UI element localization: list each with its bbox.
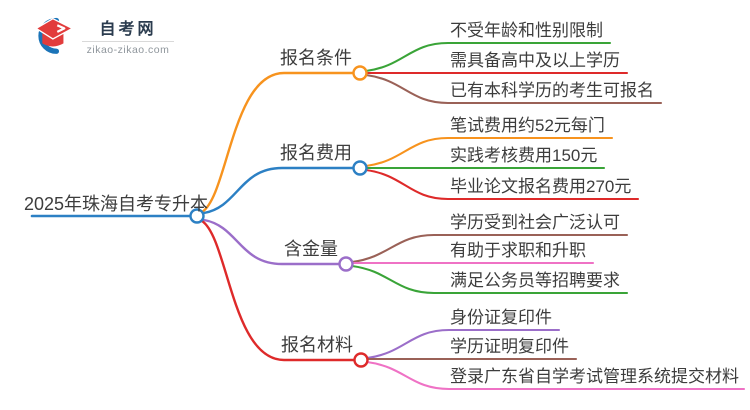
root-node-label[interactable]: 2025年珠海自考专升本 xyxy=(24,194,209,214)
branch-edge xyxy=(202,166,355,215)
leaf-label[interactable]: 需具备高中及以上学历 xyxy=(450,51,620,70)
branch-edge xyxy=(200,71,355,214)
branch-label[interactable]: 报名费用 xyxy=(280,143,352,163)
leaf-label[interactable]: 已有本科学历的考生可报名 xyxy=(450,81,654,100)
logo-divider xyxy=(82,40,174,42)
leaf-edge xyxy=(350,233,629,264)
leaf-label[interactable]: 有助于求职和升职 xyxy=(450,241,586,260)
leaf-edge xyxy=(364,168,640,201)
site-logo[interactable]: 自考网 zikao-zikao.com xyxy=(30,14,174,56)
leaf-edge xyxy=(365,360,746,391)
leaf-label[interactable]: 毕业论文报名费用270元 xyxy=(450,177,632,196)
logo-title: 自考网 xyxy=(99,20,157,38)
leaf-label[interactable]: 不受年龄和性别限制 xyxy=(450,21,603,40)
branch-label[interactable]: 报名材料 xyxy=(281,335,353,355)
leaf-edge xyxy=(350,264,629,295)
branch-label[interactable]: 报名条件 xyxy=(280,48,352,68)
branch-edge xyxy=(200,219,356,362)
leaf-label[interactable]: 登录广东省自学考试管理系统提交材料 xyxy=(450,367,739,386)
branch-node-circle[interactable] xyxy=(352,160,368,176)
graduation-cap-logo-icon xyxy=(34,17,74,54)
leaf-edge xyxy=(364,136,614,168)
leaf-edge xyxy=(364,73,663,105)
root-node-circle[interactable] xyxy=(189,208,205,224)
leaf-label[interactable]: 笔试费用约52元每门 xyxy=(450,116,605,135)
leaf-label[interactable]: 学历受到社会广泛认可 xyxy=(450,213,620,232)
leaf-label[interactable]: 满足公务员等招聘要求 xyxy=(450,271,620,290)
leaf-edge xyxy=(364,41,612,73)
leaf-label[interactable]: 身份证复印件 xyxy=(450,308,552,327)
leaf-label[interactable]: 学历证明复印件 xyxy=(450,337,569,356)
branch-label[interactable]: 含金量 xyxy=(284,239,338,259)
branch-node-circle[interactable] xyxy=(352,65,368,81)
branch-node-circle[interactable] xyxy=(353,352,369,368)
leaf-edge xyxy=(365,328,561,360)
branch-edge xyxy=(202,218,341,266)
branch-node-circle[interactable] xyxy=(338,256,354,272)
logo-domain: zikao-zikao.com xyxy=(86,43,170,56)
leaf-label[interactable]: 实践考核费用150元 xyxy=(450,146,598,165)
